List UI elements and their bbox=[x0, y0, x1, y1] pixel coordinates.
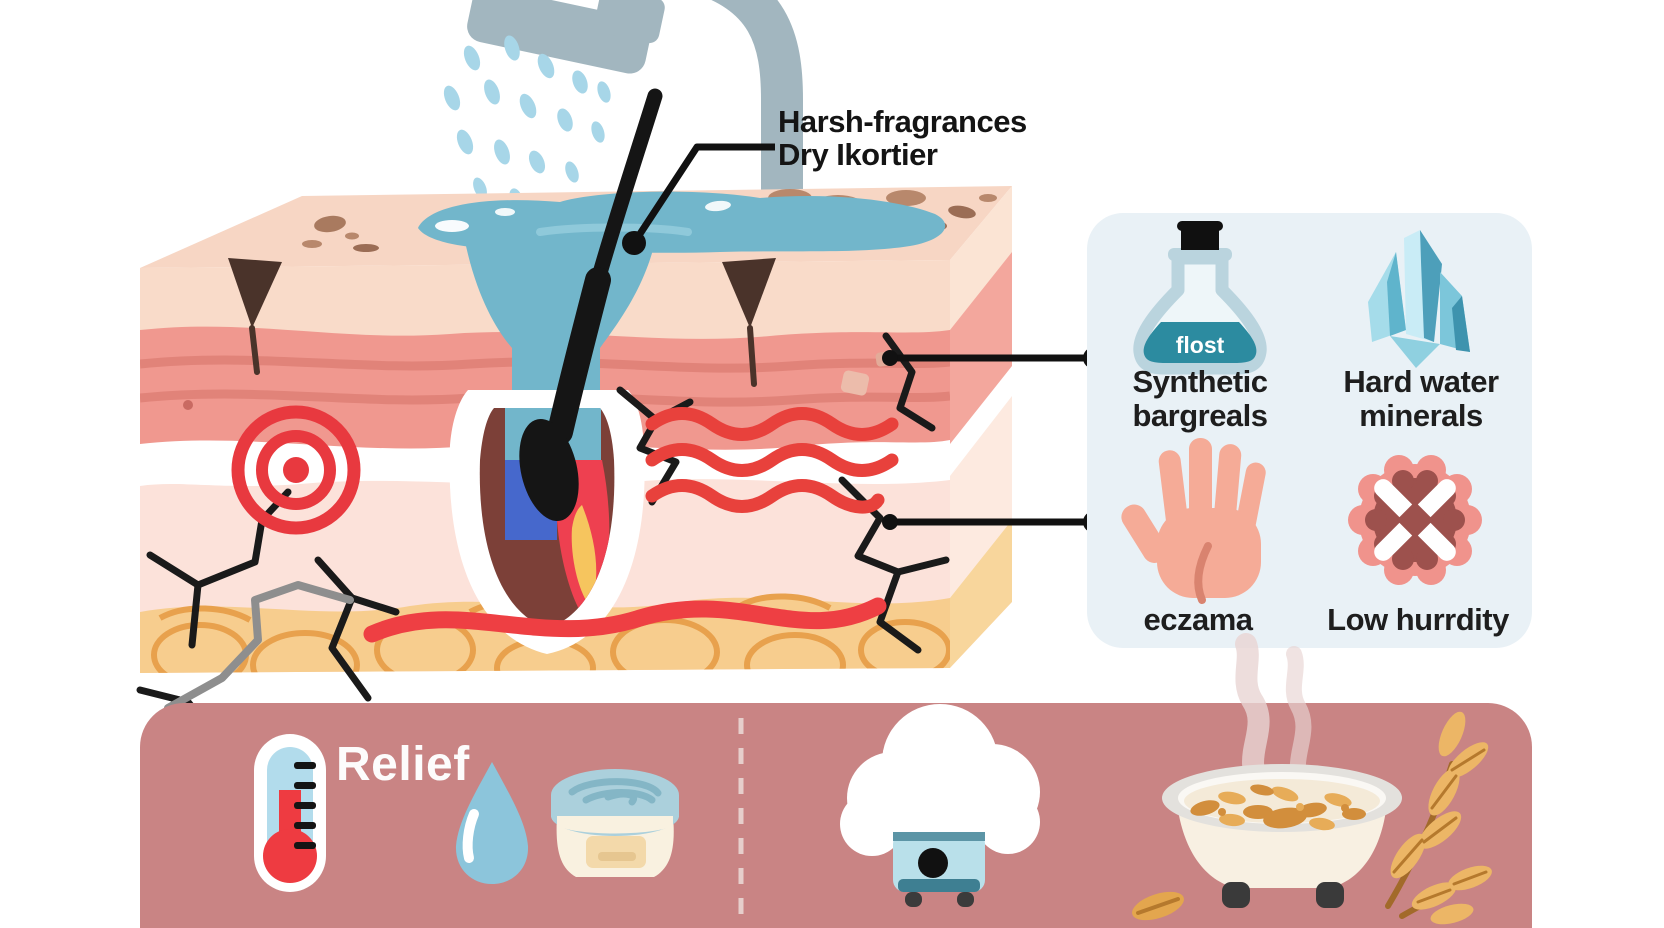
annotation-line-1: Harsh-fragrances bbox=[778, 104, 1027, 139]
cause-label-synthetic-1: Synthetic bbox=[1132, 364, 1267, 399]
badge-x-icon bbox=[1348, 455, 1482, 585]
leader-line bbox=[633, 143, 775, 242]
cause-label-synthetic-2: bargreals bbox=[1132, 398, 1267, 433]
water-drop-icon bbox=[455, 762, 529, 884]
causes-panel: flost Synthetic bargreals Hard water min… bbox=[1087, 213, 1532, 648]
thermometer-icon bbox=[254, 734, 326, 892]
shower-pipe bbox=[711, 0, 803, 200]
cause-label-hardwater-1: Hard water bbox=[1343, 364, 1499, 399]
cause-label-humidity: Low hurrdity bbox=[1327, 602, 1510, 637]
water-puddle bbox=[418, 191, 946, 253]
relief-title: Relief bbox=[336, 738, 470, 791]
skin-cross-section bbox=[136, 88, 1012, 752]
relief-strip: Relief bbox=[140, 633, 1532, 928]
blood-vessel-line bbox=[363, 597, 887, 643]
irritation-wave-lines bbox=[645, 407, 899, 514]
annotation-label: Harsh-fragrances Dry Ikortier bbox=[622, 104, 1027, 255]
cause-label-eczema: eczama bbox=[1143, 602, 1253, 637]
humidifier-cloud-icon bbox=[840, 704, 1040, 907]
water-droplets bbox=[443, 35, 611, 215]
follicle-flame-shape bbox=[571, 505, 597, 608]
oat-sprig-icon bbox=[1385, 711, 1492, 925]
hair-shaft bbox=[519, 88, 663, 522]
cause-label-hardwater-2: minerals bbox=[1359, 398, 1483, 433]
skin-right-face bbox=[950, 186, 1012, 668]
shower-head-icon bbox=[467, 0, 665, 74]
annotation-line-2: Dry Ikortier bbox=[778, 137, 938, 172]
wedge-marks bbox=[228, 258, 776, 387]
flask-icon: flost bbox=[1133, 221, 1267, 375]
oatmeal-bath-icon bbox=[1132, 633, 1492, 925]
hand-icon bbox=[1121, 438, 1266, 604]
crystals-icon bbox=[1368, 230, 1470, 368]
flask-label: flost bbox=[1176, 332, 1225, 358]
irritation-target-icon bbox=[231, 405, 361, 535]
cream-jar-icon bbox=[551, 769, 679, 877]
oat-flakes bbox=[1190, 784, 1366, 831]
oat-grain bbox=[1132, 891, 1184, 921]
leader-dot bbox=[622, 231, 646, 255]
